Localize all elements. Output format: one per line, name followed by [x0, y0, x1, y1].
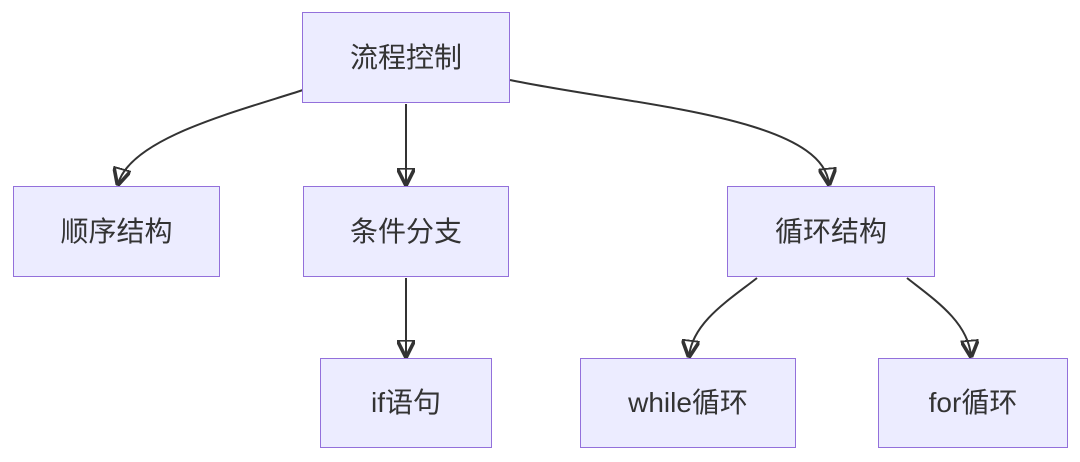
node-sequence-structure-label: 顺序结构 [60, 215, 173, 247]
node-sequence-structure: 顺序结构 [13, 186, 220, 277]
node-loop-structure-label: 循环结构 [774, 215, 887, 247]
node-while-loop: while循环 [580, 358, 796, 448]
node-if-statement-label: if语句 [370, 387, 441, 418]
node-flow-control: 流程控制 [302, 12, 510, 103]
node-if-statement: if语句 [320, 358, 492, 448]
edge-root-to-loop [509, 79, 829, 184]
node-for-loop: for循环 [878, 358, 1068, 448]
node-flow-control-label: 流程控制 [349, 41, 462, 73]
node-for-loop-label: for循环 [928, 387, 1018, 418]
node-conditional-branch: 条件分支 [303, 186, 509, 277]
edge-loop-to-for [906, 277, 971, 356]
node-while-loop-label: while循环 [628, 387, 748, 418]
node-loop-structure: 循环结构 [727, 186, 935, 277]
node-conditional-branch-label: 条件分支 [349, 215, 462, 247]
edge-loop-to-while [689, 277, 758, 356]
edge-root-to-sequence [118, 89, 304, 184]
